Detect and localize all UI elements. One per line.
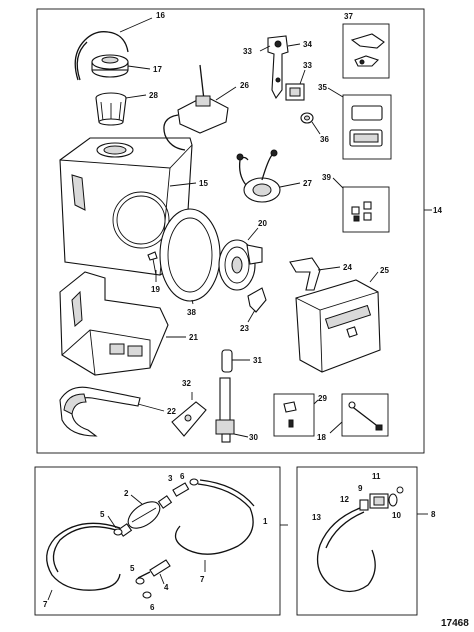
motor-27-part <box>236 149 281 203</box>
callout-27: 27 <box>303 179 312 188</box>
callout-7-left: 7 <box>43 600 48 609</box>
callout-21: 21 <box>189 333 198 342</box>
callout-25: 25 <box>380 266 389 275</box>
callout-16: 16 <box>156 11 165 20</box>
warning-horn-20-part <box>218 239 263 291</box>
callout-32: 32 <box>182 379 191 388</box>
clamp-5-part <box>113 528 123 536</box>
callout-23: 23 <box>240 324 249 333</box>
connector-9-part <box>369 493 389 509</box>
callout-34: 34 <box>303 40 312 49</box>
hose-7-right <box>174 479 255 555</box>
callout-36: 36 <box>320 135 329 144</box>
callout-22: 22 <box>167 407 176 416</box>
switch-cover-35-part <box>349 105 383 147</box>
callout-33-top: 33 <box>243 47 252 56</box>
oil-tank-15-part <box>59 137 193 276</box>
callout-20: 20 <box>258 219 267 228</box>
hose-13-part <box>316 507 376 593</box>
fuel-connector-kit-frame <box>296 466 418 616</box>
callout-6-top: 6 <box>180 472 185 481</box>
inset-box-37 <box>342 23 390 79</box>
callout-4: 4 <box>164 583 169 592</box>
callout-29: 29 <box>318 394 327 403</box>
bracket-24-part <box>289 257 321 291</box>
clamp-6-bottom <box>142 591 152 599</box>
strap-22-part <box>59 386 141 437</box>
hose-7-left <box>46 522 121 591</box>
bolt-kit-39-part <box>351 201 372 222</box>
plate-32-part <box>171 401 207 437</box>
relay-33-part <box>285 83 305 101</box>
fitting-3-part <box>172 482 190 497</box>
callout-5-top: 5 <box>100 510 105 519</box>
cap-tether-16-part <box>74 31 129 81</box>
inset-box-35 <box>342 94 392 160</box>
inset-box-18 <box>341 393 389 437</box>
fuel-line-kit-frame <box>34 466 281 616</box>
connector-4-part <box>137 559 171 579</box>
callout-2: 2 <box>124 489 129 498</box>
screw-19-part <box>147 251 158 276</box>
callout-19: 19 <box>151 285 160 294</box>
grommet-36-part <box>300 112 314 124</box>
bolt-18-part <box>348 401 383 431</box>
callout-30: 30 <box>249 433 258 442</box>
callout-31: 31 <box>253 356 262 365</box>
callout-6-bottom: 6 <box>150 603 155 612</box>
inset-box-39 <box>342 186 390 233</box>
callout-3: 3 <box>168 474 173 483</box>
callout-13: 13 <box>312 513 321 522</box>
primer-bulb-2-part <box>117 495 173 537</box>
callout-28: 28 <box>149 91 158 100</box>
callout-35: 35 <box>318 83 327 92</box>
fill-cap-17-part <box>91 54 129 78</box>
cover-25-part <box>295 279 381 373</box>
callout-18: 18 <box>317 433 326 442</box>
sleeve-31-part <box>221 349 233 373</box>
callout-11: 11 <box>372 472 381 481</box>
callout-12: 12 <box>340 495 349 504</box>
callout-26: 26 <box>240 81 249 90</box>
inset-box-29 <box>273 393 315 437</box>
callout-38: 38 <box>187 308 196 317</box>
filter-basket-28-part <box>95 92 127 126</box>
callout-39: 39 <box>322 173 331 182</box>
gasket-38-part <box>159 208 221 302</box>
callout-37: 37 <box>344 12 353 21</box>
callout-10: 10 <box>392 511 401 520</box>
callout-14: 14 <box>433 206 442 215</box>
figure-number: 17468 <box>441 618 469 629</box>
clamp-6-top <box>189 478 199 486</box>
bracket-37-part <box>350 33 385 67</box>
tray-21-part <box>59 271 169 376</box>
clamp-5-bottom <box>135 577 145 585</box>
clip-23-part <box>247 287 267 313</box>
callout-15: 15 <box>199 179 208 188</box>
fitting-12-part <box>359 499 369 511</box>
callout-7-right: 7 <box>200 575 205 584</box>
callout-9: 9 <box>358 484 363 493</box>
main-kit-frame <box>36 8 425 454</box>
callout-33-bottom: 33 <box>303 61 312 70</box>
sender-26-part <box>163 64 229 151</box>
fitting-29-part <box>283 401 297 428</box>
callout-1: 1 <box>263 517 268 526</box>
callout-8: 8 <box>431 510 436 519</box>
mount-bracket-34-part <box>267 35 289 100</box>
callout-5-bottom: 5 <box>130 564 135 573</box>
clip-11-part <box>396 486 404 494</box>
callout-24: 24 <box>343 263 352 272</box>
oring-10-part <box>388 493 398 507</box>
callout-17: 17 <box>153 65 162 74</box>
pickup-30-part <box>215 377 235 443</box>
